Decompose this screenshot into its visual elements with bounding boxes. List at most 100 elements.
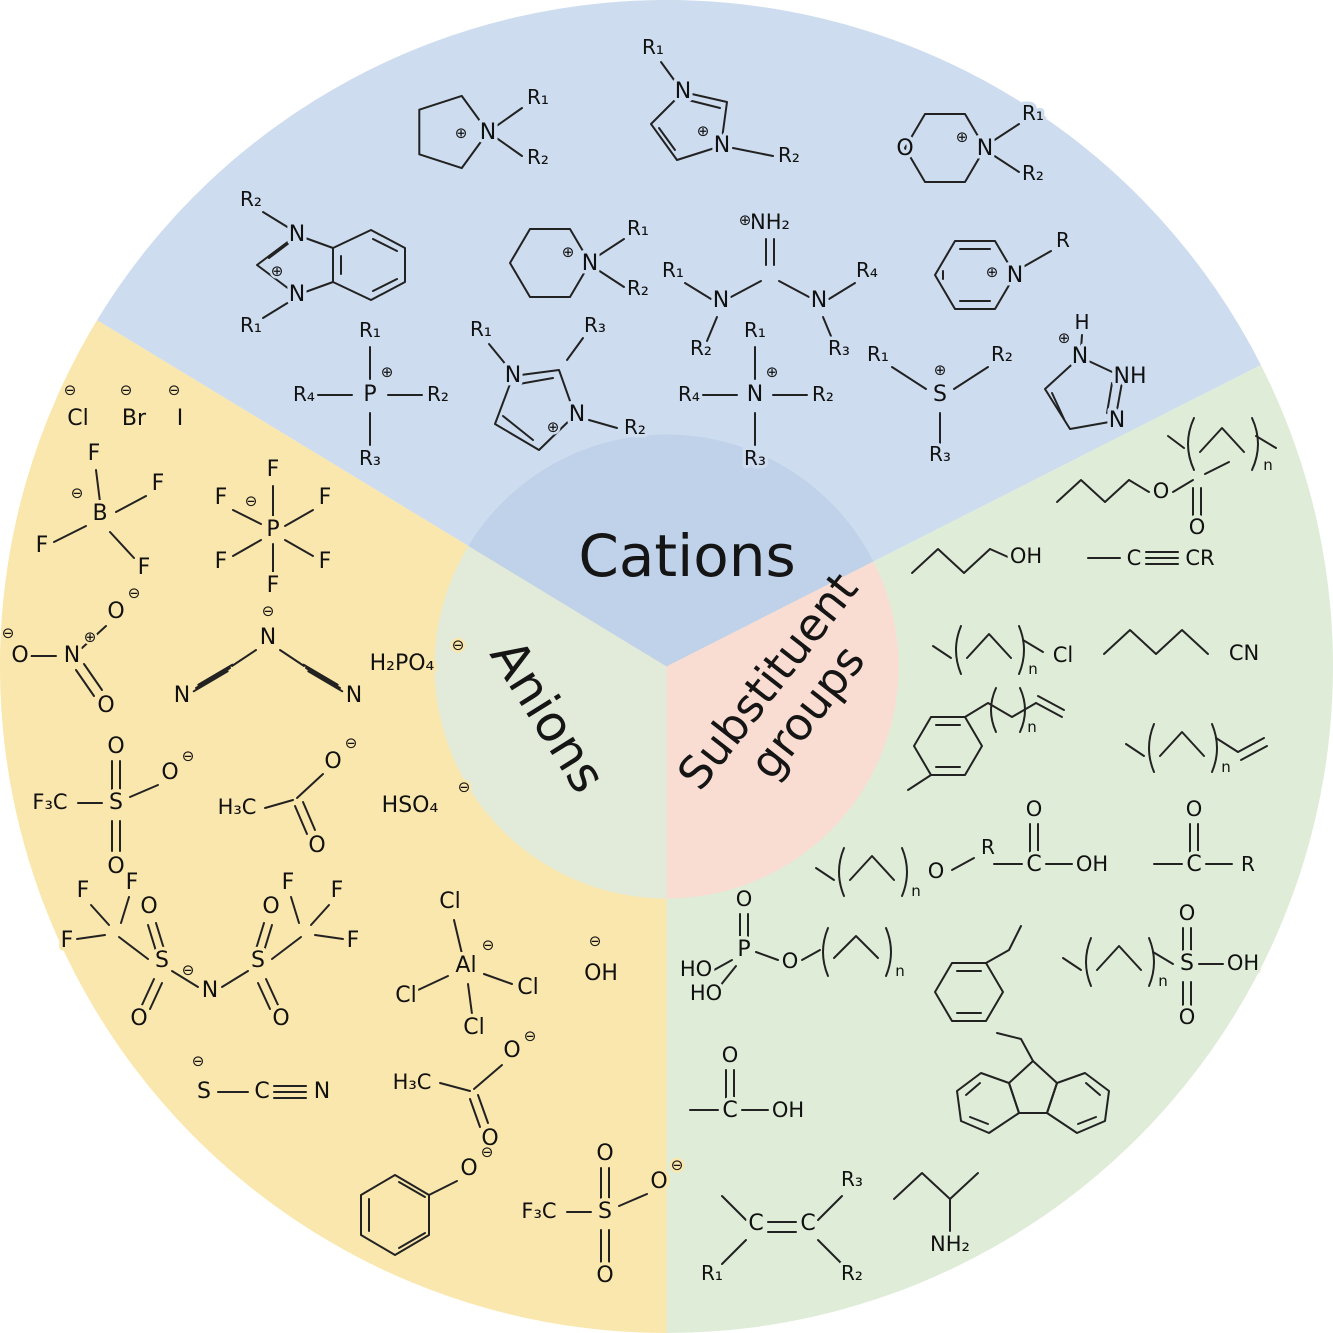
atom-label: S — [109, 790, 123, 815]
atom-label: Cl — [439, 889, 460, 914]
atom-label: C — [1186, 852, 1201, 877]
atom-label: O — [1026, 797, 1043, 821]
charge-label: ⊖ — [120, 381, 133, 399]
molecule-acetate-2: H₃C O ⊖ O — [389, 1025, 539, 1155]
atom-label: N — [977, 136, 993, 161]
molecule-triflate: F₃C S O O O ⊖ — [29, 731, 197, 883]
skeleton — [815, 847, 975, 897]
molecule-imidazolium: R₁ N N ⊕ R₂ — [639, 32, 804, 171]
group-phenethyl — [934, 925, 1022, 1022]
atom-label: F — [126, 870, 139, 895]
atom-label: N — [289, 222, 305, 247]
r-group-label: R₁ — [744, 318, 766, 342]
r-group-label: R₂ — [427, 382, 449, 406]
molecule-acetate: H₃C O ⊖ O — [214, 732, 360, 862]
molecule-trisubstituted-imidazolium: R₁ R₃ N N ⊕ R₂ — [467, 310, 649, 451]
r-group-label: R₃ — [584, 313, 606, 337]
formula-label: HSO₄ — [382, 793, 439, 818]
group-alkenyl-r: C C R₁ R₃ R₂ — [698, 1164, 867, 1289]
atom-label: F — [331, 878, 344, 903]
skeleton — [417, 919, 513, 1015]
atom-label: H — [1074, 310, 1089, 334]
molecule-pyrrolidinium: N ⊕ R₁ R₂ — [418, 82, 552, 173]
skeleton — [1167, 417, 1277, 471]
atom-label: O — [130, 1006, 147, 1031]
atom-label: OH — [1010, 544, 1042, 568]
molecule-triflate-2: F₃C S O O O ⊖ — [518, 1138, 686, 1292]
skeleton — [53, 469, 147, 559]
r-group-label: R₁ — [642, 35, 664, 59]
atom-label: O — [161, 760, 178, 785]
atom-label: C — [254, 1079, 269, 1104]
atom-label: O — [97, 693, 114, 718]
atom-label: N — [582, 251, 598, 276]
repeat-label: n — [1027, 718, 1037, 736]
r-group-label: R₁ — [867, 342, 889, 366]
group-carboxylic-acid: C O OH — [689, 1040, 808, 1127]
skeleton — [192, 649, 344, 693]
atom-label: O — [596, 1141, 613, 1166]
r-group-label: R₂ — [841, 1261, 863, 1285]
skeleton — [509, 228, 625, 298]
atom-label: O — [1179, 901, 1196, 925]
atom-label: B — [92, 501, 107, 526]
formula-label: H₂PO₄ — [370, 651, 435, 676]
atom-label: N — [1007, 263, 1023, 288]
charge-label: ⊖ — [128, 584, 141, 602]
charge-label: ⊖ — [168, 381, 181, 399]
charge-label: ⊕ — [956, 128, 969, 146]
group-acyl: C O R — [1153, 794, 1259, 881]
atom-label: C — [722, 1098, 737, 1123]
charge-label: ⊕ — [562, 243, 575, 261]
group-nitrile: CN — [1103, 629, 1263, 669]
atom-label: H₃C — [218, 795, 257, 819]
r-group-label: R₂ — [778, 143, 800, 167]
charge-label: ⊖ — [71, 484, 84, 502]
r-group-label: R₃ — [929, 442, 951, 466]
skeleton — [1062, 927, 1224, 1007]
skeleton — [721, 1195, 843, 1265]
molecule-halides: ⊖ Cl ⊖ Br ⊖ I — [61, 379, 187, 435]
skeleton — [488, 337, 618, 451]
r-group-label: R₁ — [701, 1261, 723, 1285]
skeleton — [1056, 461, 1230, 517]
charge-label: ⊕ — [766, 363, 779, 381]
skeleton — [418, 94, 523, 170]
skeleton — [1044, 334, 1124, 430]
atom-label: N — [480, 120, 496, 145]
atom-label: O — [107, 734, 124, 759]
skeleton — [77, 760, 159, 852]
skeleton — [232, 485, 314, 577]
r-group-label: R₂ — [624, 415, 646, 439]
charge-label: ⊕ — [1058, 329, 1071, 347]
charge-label: ⊖ — [182, 747, 195, 765]
charge-label: ⊕ — [381, 363, 394, 381]
atom-label: S — [251, 948, 265, 973]
inner-anions-sector — [434, 546, 667, 899]
r-group-label: R₃ — [359, 446, 381, 470]
group-aryl-alkenyl: n — [907, 687, 1065, 791]
atom-label: F — [215, 485, 228, 510]
atom-label: NH₂ — [750, 210, 790, 234]
repeat-label: n — [1263, 456, 1273, 474]
molecule-triazolium: H ⊕ N NH N — [1044, 307, 1150, 437]
atom-label: N — [747, 382, 763, 407]
atom-label: I — [177, 406, 184, 431]
atom-label: C — [1026, 852, 1041, 877]
r-group-label: R₂ — [690, 336, 712, 360]
atom-label: S — [933, 382, 947, 407]
atom-label: O — [481, 1126, 498, 1151]
atom-label: F — [138, 555, 151, 580]
r-group-label: R₁ — [359, 318, 381, 342]
skeleton — [439, 1064, 503, 1128]
repeat-label: n — [1158, 972, 1168, 990]
atom-label: O — [308, 833, 325, 858]
atom-label: O — [1179, 1005, 1196, 1029]
charge-label: ⊕ — [547, 418, 560, 436]
molecule-dihydrogen-phosphate: H₂PO₄ ⊖ — [366, 634, 467, 680]
r-group-label: R₄ — [293, 382, 315, 406]
molecule-thiocyanate: ⊖ S C N — [189, 1050, 334, 1108]
atom-label: F — [319, 549, 332, 574]
atom-label: F — [61, 928, 74, 953]
